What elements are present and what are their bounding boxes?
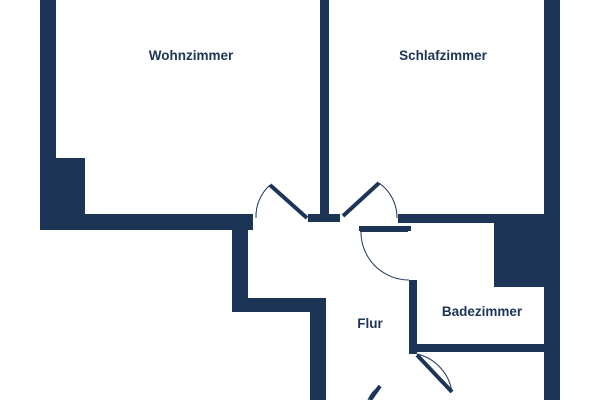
wall-left-outer <box>40 0 56 230</box>
wall-flur-left-lower <box>310 298 326 400</box>
column-schlafzimmer <box>494 223 544 287</box>
room-label-schlafzimmer: Schlafzimmer <box>399 48 488 63</box>
wall-schlafzimmer-bottom <box>398 214 544 223</box>
room-label-flur: Flur <box>357 316 383 331</box>
wall-door-segment <box>308 214 340 222</box>
door-leaf-bottom <box>368 384 382 400</box>
room-labels: Wohnzimmer Schlafzimmer Badezimmer Flur <box>149 48 523 331</box>
wall-wohnzimmer-bottom <box>40 214 253 230</box>
wall-right-outer <box>544 0 560 400</box>
wall-partition-wohn-schlaf <box>320 0 329 218</box>
doors <box>255 181 454 400</box>
wall-bad-left <box>409 280 417 354</box>
door-arc-wohnzimmer <box>255 184 271 219</box>
door-leaf-wohnzimmer <box>268 183 309 220</box>
wall-flur-left-upper <box>232 222 248 300</box>
room-label-wohnzimmer: Wohnzimmer <box>149 48 234 63</box>
door-arc-badezimmer <box>360 230 410 281</box>
wall-flur-step <box>232 298 326 312</box>
door-leaf-bottom-right <box>415 353 454 394</box>
walls <box>40 0 560 400</box>
column-wohnzimmer <box>56 158 85 214</box>
door-arc-bottom-right <box>416 353 453 393</box>
door-arc-schlafzimmer <box>378 182 398 219</box>
wall-bad-bottom <box>409 344 544 352</box>
door-leaf-schlafzimmer <box>341 181 381 218</box>
room-label-badezimmer: Badezimmer <box>442 304 523 319</box>
